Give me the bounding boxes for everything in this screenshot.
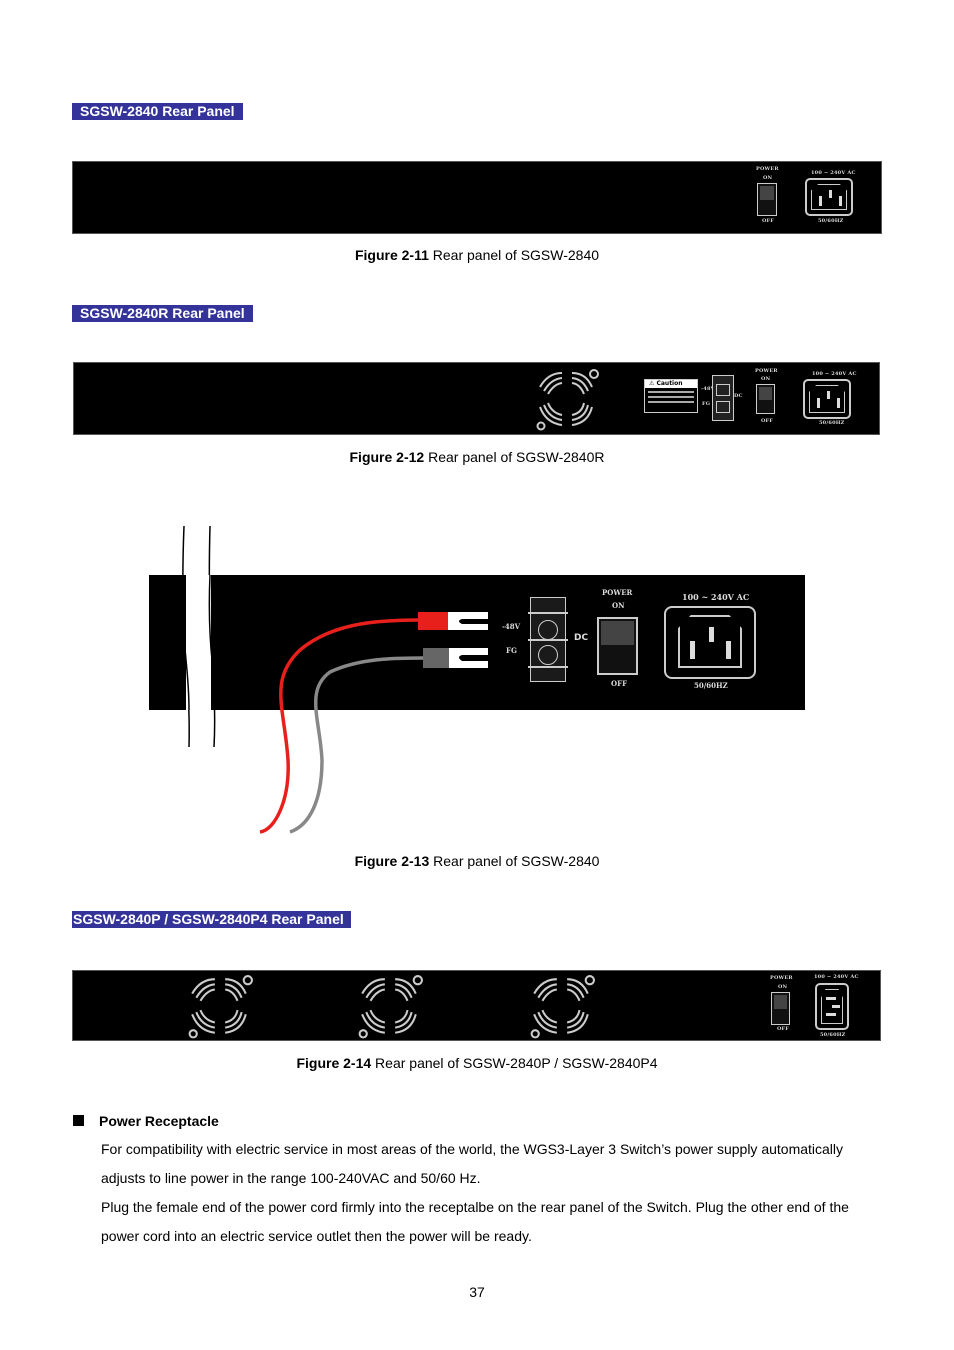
power-switch — [756, 384, 775, 414]
power-switch — [757, 183, 777, 216]
fan-icon — [536, 369, 599, 431]
ac-range-label: 100 ~ 240V AC — [682, 592, 750, 602]
power-label: POWER — [770, 975, 793, 981]
power-switch — [597, 617, 638, 675]
figure-caption-2-13: Figure 2-13 Rear panel of SGSW-2840 — [354, 853, 600, 869]
power-receptacle-title: Power Receptacle — [99, 1113, 219, 1129]
off-label: OFF — [761, 418, 774, 424]
section-heading-sgsw-2840: SGSW-2840 Rear Panel — [72, 103, 243, 120]
section-heading-sgsw-2840p: SGSW-2840P / SGSW-2840P4 Rear Panel — [72, 911, 351, 928]
dc-label: DC — [574, 633, 589, 643]
dc-label: DC — [734, 393, 743, 399]
dc-terminal-block — [528, 597, 568, 682]
power-label: POWER — [756, 166, 779, 172]
power-receptacle-paragraph-2: Plug the female end of the power cord fi… — [101, 1193, 891, 1251]
v48-label: -48V — [701, 386, 715, 392]
fan-icon — [530, 975, 595, 1039]
rear-panel-sgsw-2840p: POWER ON OFF 100 ~ 240V AC 50/60HZ — [72, 970, 881, 1041]
off-label: OFF — [611, 679, 628, 688]
rear-panel-sgsw-2840: POWER ON OFF 100 ~ 240V AC 50/60HZ — [72, 161, 882, 234]
power-label: POWER — [755, 368, 778, 374]
text-line: adjusts to line power in the range 100-2… — [101, 1170, 481, 1186]
ac-range-label: 100 ~ 240V AC — [812, 371, 857, 377]
hz-label: 50/60HZ — [819, 420, 845, 426]
hz-label: 50/60HZ — [820, 1032, 846, 1038]
figure-caption-2-11: Figure 2-11 Rear panel of SGSW-2840 — [354, 247, 600, 263]
text-line: For compatibility with electric service … — [101, 1141, 844, 1157]
section-heading-sgsw-2840r: SGSW-2840R Rear Panel — [72, 305, 253, 322]
fg-label: FG — [506, 646, 517, 655]
rear-panel-sgsw-2840r: ⚠ Caution -48V FG DC POWER ON OFF 100 ~ … — [73, 362, 880, 435]
power-switch — [771, 992, 790, 1025]
fan-icon — [188, 975, 253, 1039]
page-number: 37 — [469, 1284, 485, 1300]
rear-panel-dc-wiring: -48V FG DC POWER ON OFF 100 ~ 240V AC 50… — [149, 575, 805, 710]
figure-caption-2-14: Figure 2-14 Rear panel of SGSW-2840P / S… — [296, 1055, 658, 1071]
ac-power-inlet — [805, 178, 853, 216]
on-label: ON — [612, 601, 625, 610]
ac-range-label: 100 ~ 240V AC — [811, 170, 856, 176]
on-label: ON — [778, 984, 788, 990]
hz-label: 50/60HZ — [694, 681, 728, 690]
figure-caption-2-12: Figure 2-12 Rear panel of SGSW-2840R — [349, 449, 605, 465]
bullet-square-icon — [73, 1115, 84, 1126]
ac-power-inlet — [664, 606, 756, 679]
ac-power-inlet — [815, 983, 849, 1030]
fan-icon — [358, 975, 423, 1039]
on-label: ON — [761, 376, 771, 382]
off-label: OFF — [777, 1026, 790, 1032]
caution-label: ⚠ Caution — [644, 379, 698, 413]
ac-range-label: 100 ~ 240V AC — [814, 974, 859, 980]
hz-label: 50/60HZ — [818, 218, 844, 224]
power-label: POWER — [602, 588, 633, 597]
text-line: Plug the female end of the power cord fi… — [101, 1199, 849, 1215]
on-label: ON — [763, 175, 773, 181]
fg-label: FG — [702, 401, 711, 407]
v48-label: -48V — [502, 622, 521, 631]
power-receptacle-paragraph-1: For compatibility with electric service … — [101, 1135, 891, 1193]
off-label: OFF — [762, 218, 775, 224]
dc-terminal-block — [712, 375, 734, 421]
text-line: power cord into an electric service outl… — [101, 1228, 532, 1244]
ac-power-inlet — [803, 379, 851, 419]
